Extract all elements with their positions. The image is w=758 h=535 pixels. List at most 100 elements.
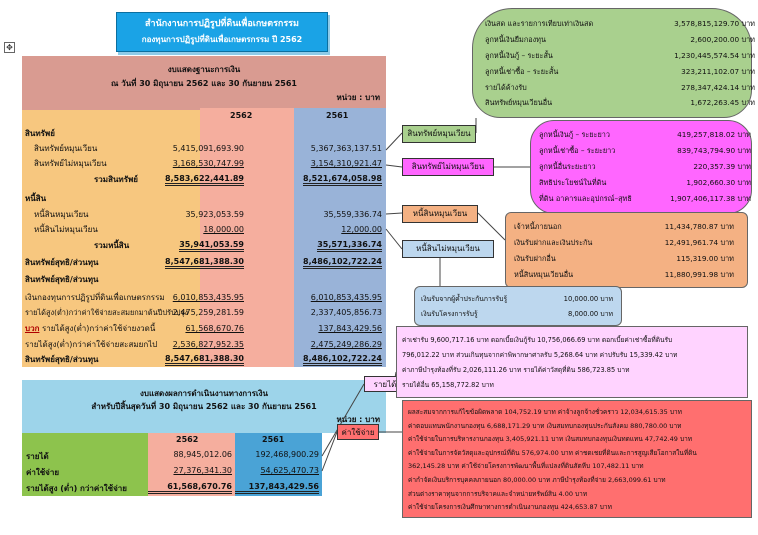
callout-line: ที่ดิน อาคารและอุปกรณ์–สุทธิ 1,907,406,11…: [539, 193, 751, 204]
value-2561: 8,521,674,058.98: [303, 174, 382, 186]
callout-line: เงินรับฝากและเงินประกัน 12,491,961.74 บาท: [514, 237, 734, 248]
table-row: เงินกองทุนการปฏิรูปที่ดินเพื่อเกษตรกรรม …: [22, 292, 386, 303]
value-2561: 6,010,853,435.95: [310, 293, 382, 302]
item-label: สินทรัพย์หมุนเวียนอื่น: [485, 98, 553, 107]
value-2562: 8,547,681,388.30: [165, 257, 244, 269]
detail-line: ค่าใช้จ่ายโครงการเงินศึกษาทางการดำเนินงา…: [408, 503, 612, 512]
value-2562: 8,583,622,441.89: [165, 174, 244, 186]
item-label: ที่ดิน อาคารและอุปกรณ์–สุทธิ: [539, 194, 632, 203]
noncurrent-liabilities-tag[interactable]: หนี้สินไม่หมุนเวียน: [402, 240, 494, 258]
item-value: 839,743,794.90 บาท: [677, 146, 751, 155]
value-2562: 8,547,681,388.30: [165, 354, 244, 366]
revenue-detail-callout: ค่าเช่ารับ 9,600,717.16 บาท ดอกเบี้ยเงิน…: [396, 326, 748, 398]
value-2561: 137,843,429.56: [318, 324, 382, 333]
item-label: เงินรับจากผู้ค้ำประกันการรับรู้: [421, 295, 508, 303]
row-label: หนี้สินไม่หมุนเวียน: [34, 225, 98, 234]
callout-line: เงินรับโครงการรับรู้ 8,000.00 บาท: [421, 309, 613, 320]
column-2561: [294, 108, 386, 367]
value-2561: 2,337,405,856.73: [310, 308, 382, 317]
item-label: ลูกหนี้เงินกู้ – ระยะสั้น: [485, 51, 553, 60]
ops-value-2562: 61,568,670.76: [148, 482, 232, 494]
ops-value-2561: 54,625,470.73: [260, 466, 319, 475]
item-value: 323,211,102.07 บาท: [681, 67, 755, 76]
item-label: ลูกหนี้อื่นระยะยาว: [539, 162, 596, 171]
item-label: เงินรับฝากอื่น: [514, 254, 556, 263]
row-label-text: รายได้สูง(ต่ำ)กว่าค่าใช้จ่ายงวดนี้: [39, 324, 156, 333]
current-liabilities-tag[interactable]: หนี้สินหมุนเวียน: [402, 205, 478, 223]
value-2561: 35,559,336.74: [323, 210, 382, 219]
noncurrent-liabilities-callout: เงินรับจากผู้ค้ำประกันการรับรู้ 10,000.00…: [414, 286, 622, 326]
current-assets-tag[interactable]: สินทรัพย์หมุนเวียน: [402, 125, 476, 143]
operations-unit: หน่วย : บาท: [336, 415, 380, 424]
ops-row-label: รายได้สูง (ต่ำ) กว่าค่าใช้จ่าย: [26, 484, 127, 493]
row-label: รวมสินทรัพย์: [94, 175, 138, 184]
operations-title: งบแสดงผลการดำเนินงานทางการเงิน: [140, 389, 268, 398]
operations-label-column: [22, 433, 148, 496]
title-banner: สำนักงานการปฏิรูปที่ดินเพื่อเกษตรกรรม กอ…: [116, 12, 328, 52]
detail-line: ค่าตอบแทนพนักงานกองทุน 6,688,171.29 บาท …: [408, 421, 682, 430]
row-label: สินทรัพย์หมุนเวียน: [34, 144, 98, 153]
ops-value-2562: 88,945,012.06: [173, 450, 232, 459]
detail-line: ค่าใช้จ่ายในการจัดวัสดุและอุปกรณ์ที่ดิน …: [408, 448, 697, 457]
move-handle-icon[interactable]: ✥: [4, 42, 15, 53]
operations-header: งบแสดงผลการดำเนินงานทางการเงิน สำหรับปีส…: [22, 380, 386, 433]
operations-blank-column: [322, 433, 386, 496]
item-label: สิทธิประโยชน์ในที่ดิน: [539, 178, 607, 187]
table-row: สินทรัพย์สุทธิ/ส่วนทุน 8,547,681,388.30 …: [22, 354, 386, 366]
value-2561: 3,154,310,921.47: [310, 159, 382, 168]
item-value: 1,230,445,574.54 บาท: [674, 51, 755, 60]
table-row: สินทรัพย์หมุนเวียน 5,415,091,693.90 5,36…: [22, 143, 386, 154]
item-label: รายได้ค้างรับ: [485, 83, 527, 92]
item-value: 278,347,424.14 บาท: [681, 83, 755, 92]
detail-line: รายได้อื่น 65,158,772.82 บาท: [402, 381, 494, 389]
item-value: 10,000.00 บาท: [563, 295, 613, 303]
row-label-prefix: บวก: [25, 324, 40, 333]
value-2562: 6,010,853,435.95: [172, 293, 244, 302]
value-2562: 35,941,053.59: [179, 240, 244, 252]
row-label: สินทรัพย์สุทธิ/ส่วนทุน: [25, 258, 99, 267]
value-2562: 5,415,091,693.90: [172, 144, 244, 153]
value-2562: 2,475,259,281.59: [172, 308, 244, 317]
item-value: 1,907,406,117.38 บาท: [670, 194, 751, 203]
ops-row-label: ค่าใช้จ่าย: [26, 468, 60, 477]
balance-sheet-subtitle: ณ วันที่ 30 มิถุนายน 2562 และ 30 กันยายน…: [111, 79, 297, 88]
detail-line: 796,012.22 บาท ส่วนเกินทุนจากค่าพิพากษาศ…: [402, 351, 678, 359]
value-2561: 12,000.00: [341, 225, 382, 234]
item-value: 3,578,815,129.70 บาท: [674, 19, 755, 28]
item-label: เงินรับโครงการรับรู้: [421, 310, 478, 318]
value-2562: 3,168,530,747.99: [172, 159, 244, 168]
table-row: รวมสินทรัพย์ 8,583,622,441.89 8,521,674,…: [22, 174, 386, 186]
callout-line: รายได้ค้างรับ 278,347,424.14 บาท: [485, 82, 755, 93]
ops-row-label: รายได้: [26, 452, 49, 461]
item-label: ลูกหนี้เช่าซื้อ – ระยะสั้น: [485, 67, 559, 76]
table-row: หนี้สินไม่หมุนเวียน 18,000.00 12,000.00: [22, 224, 386, 235]
balance-sheet-header: งบแสดงฐานะการเงิน ณ วันที่ 30 มิถุนายน 2…: [22, 56, 386, 110]
item-value: 419,257,818.02 บาท: [677, 130, 751, 139]
item-value: 12,491,961.74 บาท: [664, 238, 734, 247]
table-row: หนี้สินหมุนเวียน 35,923,053.59 35,559,33…: [22, 209, 386, 220]
expense-tag[interactable]: ค่าใช้จ่าย: [337, 424, 379, 440]
operations-column-2561: [235, 433, 322, 496]
item-value: 1,902,660.30 บาท: [686, 178, 751, 187]
item-value: 11,880,991.98 บาท: [664, 270, 734, 279]
row-label: สินทรัพย์: [25, 129, 55, 138]
table-row: หนี้สิน: [22, 193, 386, 204]
table-row: บวก รายได้สูง(ต่ำ)กว่าค่าใช้จ่ายงวดนี้ 6…: [22, 323, 386, 334]
detail-line: ค่ากำจัดเงินบริการบุคคลภายนอก 80,000.00 …: [408, 475, 666, 484]
item-label: ลูกหนี้เช่าซื้อ – ระยะยาว: [539, 146, 616, 155]
callout-line: ลูกหนี้เช่าซื้อ – ระยะยาว 839,743,794.90 …: [539, 145, 751, 156]
row-label: หนี้สินหมุนเวียน: [34, 210, 89, 219]
value-2561: 2,475,249,286.29: [310, 340, 382, 349]
value-2562: 2,536,827,952.35: [172, 340, 244, 349]
item-value: 8,000.00 บาท: [567, 310, 613, 318]
noncurrent-assets-tag[interactable]: สินทรัพย์ไม่หมุนเวียน: [402, 158, 494, 176]
operations-column-2562: [148, 433, 235, 496]
item-label: เงินรับฝากและเงินประกัน: [514, 238, 593, 247]
revenue-detail-text: ค่าเช่ารับ 9,600,717.16 บาท ดอกเบี้ยเงิน…: [402, 333, 677, 393]
